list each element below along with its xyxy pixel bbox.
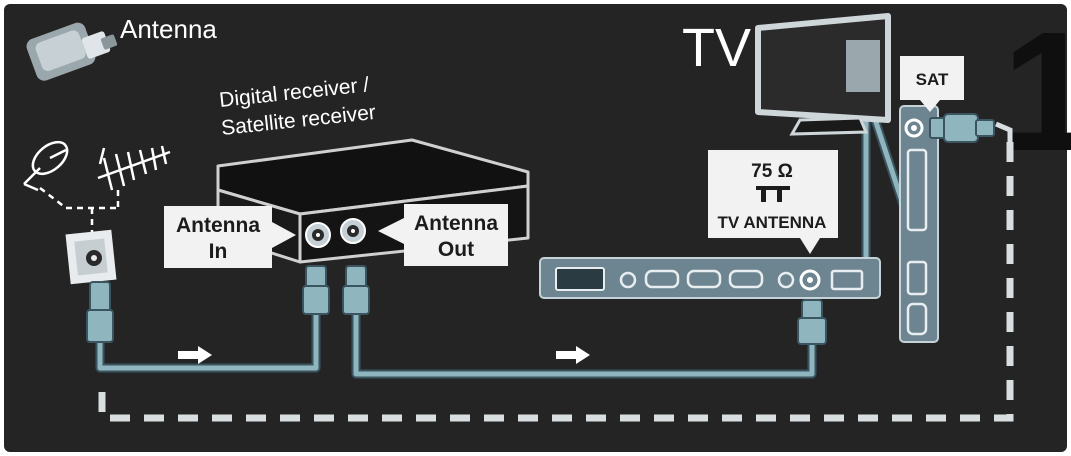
sat-port bbox=[904, 118, 924, 138]
tv-antenna-port bbox=[799, 269, 821, 291]
usb-port bbox=[906, 260, 928, 296]
coax-plugs bbox=[86, 265, 827, 345]
terrestrial-antenna-icon bbox=[97, 145, 171, 191]
sat-plug bbox=[929, 113, 995, 143]
arrow-right-icon bbox=[556, 346, 590, 364]
cable-socket-to-receiver bbox=[97, 305, 319, 371]
antenna-symbol-icon bbox=[756, 186, 790, 202]
antenna-in-callout: Antenna In bbox=[164, 206, 296, 268]
plug-antenna-out bbox=[345, 265, 367, 289]
receiver-antenna-out-port bbox=[340, 218, 366, 244]
header-title: Antenna bbox=[120, 14, 217, 44]
common-interface-slot bbox=[906, 148, 928, 232]
antenna-in-label-line2: In bbox=[209, 240, 228, 263]
tv-label: TV bbox=[682, 18, 751, 78]
antenna-out-label-line1: Antenna bbox=[414, 212, 498, 235]
signal-direction-arrows bbox=[178, 346, 590, 364]
antenna-feed-lines bbox=[39, 187, 120, 232]
plug-antenna-in bbox=[305, 265, 327, 289]
receiver-antenna-in-port bbox=[305, 222, 331, 248]
antenna-plug-icon bbox=[26, 22, 118, 81]
wall-socket bbox=[65, 229, 117, 285]
tv-antenna-label: TV ANTENNA bbox=[718, 213, 827, 232]
satellite-dish-icon bbox=[23, 140, 69, 192]
sat-callout: SAT bbox=[900, 56, 964, 112]
cable-receiver-to-tv bbox=[353, 305, 815, 377]
plug-wall-socket bbox=[89, 281, 111, 313]
tv-monitor-icon bbox=[755, 13, 891, 136]
hdmi-side-port bbox=[906, 302, 928, 336]
antenna-out-callout: Antenna Out bbox=[378, 204, 508, 266]
tv-antenna-callout: 75 Ω TV ANTENNA bbox=[708, 150, 838, 254]
antenna-out-label-line2: Out bbox=[438, 238, 474, 261]
tv-side-port-panel bbox=[899, 105, 939, 343]
tv-rear-port-panel bbox=[539, 257, 881, 299]
sat-label: SAT bbox=[916, 70, 949, 89]
impedance-label: 75 Ω bbox=[751, 161, 793, 182]
antenna-in-label-line1: Antenna bbox=[176, 214, 260, 237]
arrow-right-icon bbox=[178, 346, 212, 364]
satellite-dashed-route bbox=[98, 142, 1014, 422]
